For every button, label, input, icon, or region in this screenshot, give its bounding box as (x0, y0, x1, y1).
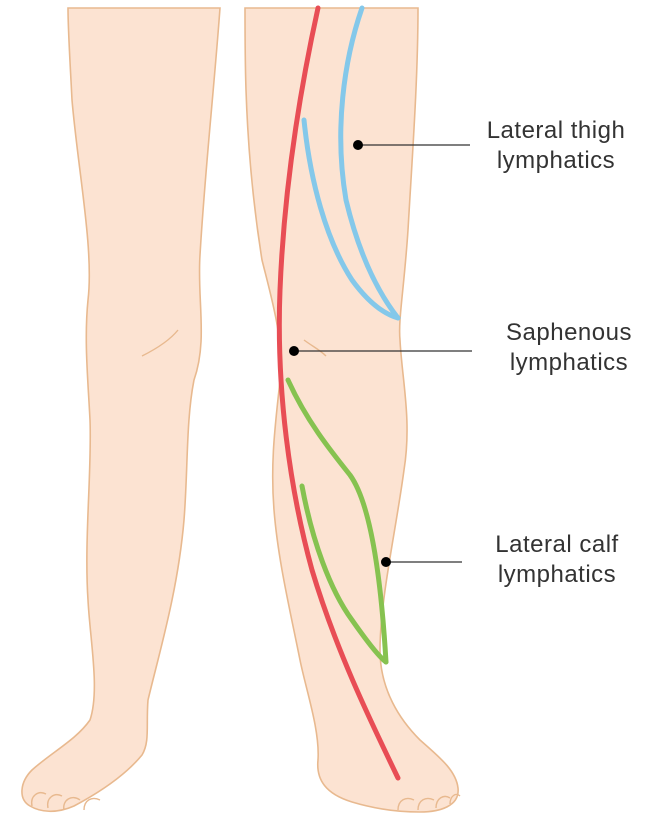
left-leg-outline (22, 8, 220, 811)
label-lateral-thigh-lymphatics: Lateral thigh lymphatics (476, 116, 636, 176)
label-lateral-thigh-line2: lymphatics (476, 146, 636, 176)
callout-dot-saphenous (289, 346, 299, 356)
callout-dot-lateral-thigh (353, 140, 363, 150)
label-lateral-thigh-line1: Lateral thigh (476, 116, 636, 146)
left-leg (22, 8, 220, 811)
callout-lateral-calf (381, 557, 462, 567)
label-lateral-calf-line1: Lateral calf (482, 530, 632, 560)
label-saphenous-line1: Saphenous (498, 318, 640, 348)
label-saphenous-line2: lymphatics (498, 348, 640, 378)
right-leg (245, 8, 460, 812)
right-leg-outline (245, 8, 458, 812)
label-saphenous-lymphatics: Saphenous lymphatics (498, 318, 640, 378)
label-lateral-calf-lymphatics: Lateral calf lymphatics (482, 530, 632, 590)
label-lateral-calf-line2: lymphatics (482, 560, 632, 590)
callout-dot-lateral-calf (381, 557, 391, 567)
